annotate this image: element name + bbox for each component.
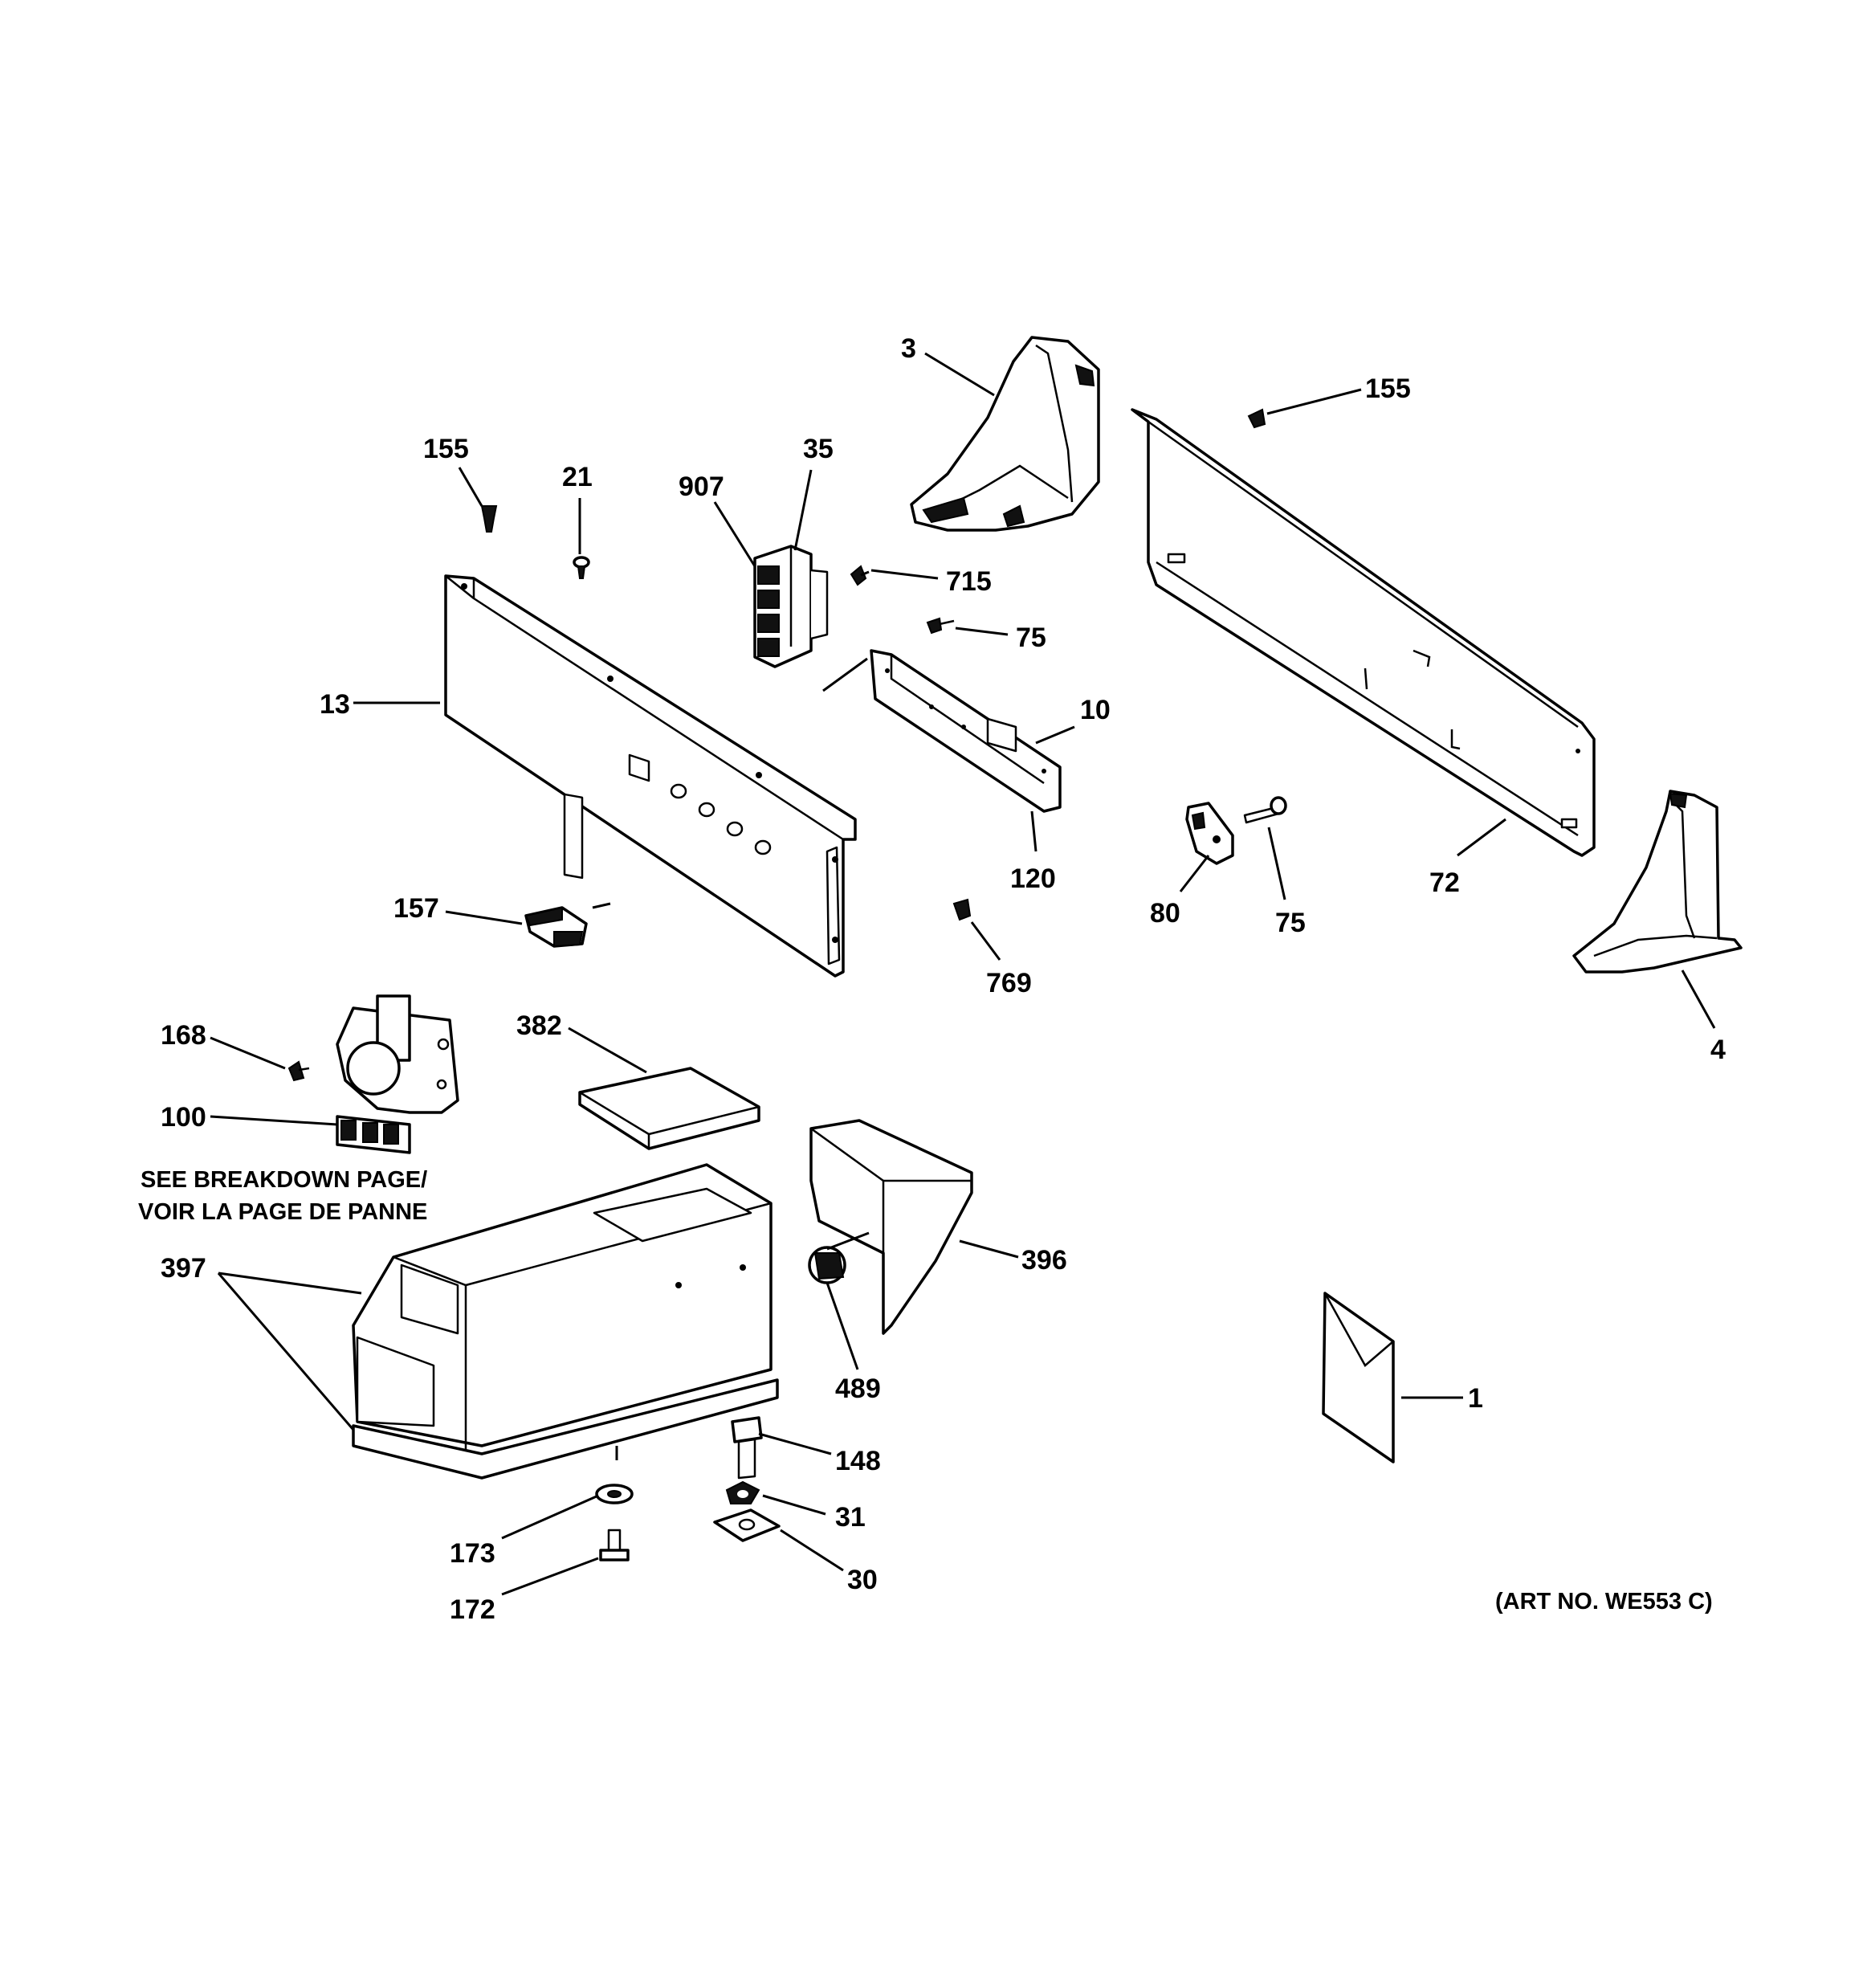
screw-769 (952, 898, 972, 921)
callout-155-right: 155 (1365, 374, 1411, 404)
callout-75-lower: 75 (1275, 908, 1306, 938)
part-31-lockwasher (725, 1480, 760, 1504)
callout-148: 148 (835, 1446, 881, 1476)
callout-397: 397 (161, 1253, 206, 1284)
part-30-clamp-plate (713, 1508, 781, 1542)
part-382-plate (578, 1067, 760, 1150)
callout-3: 3 (901, 333, 916, 364)
callout-35: 35 (803, 434, 834, 464)
part-80-latch (1185, 802, 1234, 865)
callout-80: 80 (1150, 898, 1180, 929)
part-148-bolt (731, 1416, 763, 1480)
callout-489: 489 (835, 1374, 881, 1404)
part-489-nut (808, 1246, 846, 1284)
callout-72: 72 (1429, 867, 1460, 898)
callout-769: 769 (986, 968, 1032, 998)
callout-157: 157 (393, 893, 439, 924)
callout-168: 168 (161, 1020, 206, 1051)
callout-31: 31 (835, 1502, 866, 1533)
callout-13: 13 (320, 689, 350, 720)
callout-907: 907 (679, 471, 724, 502)
callout-labels: 3 155 155 21 907 35 715 75 13 10 120 72 … (161, 333, 1726, 1625)
callout-382: 382 (516, 1010, 562, 1041)
callout-4: 4 (1710, 1035, 1726, 1065)
callout-10: 10 (1080, 695, 1111, 725)
leader-lines (210, 352, 1716, 1596)
notes: SEE BREAKDOWN PAGE/ VOIR LA PAGE DE PANN… (138, 1167, 1713, 1614)
breakdown-note-line1: SEE BREAKDOWN PAGE/ (141, 1167, 427, 1193)
art-number: (ART NO. WE553 C) (1495, 1589, 1713, 1614)
part-396-duct (809, 1119, 973, 1335)
callout-715: 715 (946, 566, 992, 597)
part-4-right-endcap (1572, 790, 1743, 974)
part-100-timer (336, 994, 459, 1154)
callout-120: 120 (1010, 863, 1056, 894)
part-907-switch-assembly (753, 545, 829, 668)
screw-155-left (480, 505, 498, 533)
callout-1: 1 (1468, 1383, 1483, 1414)
screw-168 (287, 1060, 310, 1082)
callout-172: 172 (450, 1594, 495, 1625)
breakdown-note-line2: VOIR LA PAGE DE PANNE (138, 1199, 427, 1225)
screw-715 (850, 565, 870, 586)
part-3-left-endcap (910, 336, 1100, 532)
callout-21: 21 (562, 462, 593, 492)
part-172-screw (599, 1529, 630, 1561)
callout-396: 396 (1021, 1245, 1067, 1276)
part-75-bolt (1243, 796, 1287, 824)
part-157-clip (524, 906, 588, 948)
screw-155-right (1247, 408, 1266, 429)
part-173-washer (595, 1484, 634, 1504)
part-10-bracket (870, 649, 1062, 813)
callout-30: 30 (847, 1565, 878, 1595)
part-397-cabinet (352, 1163, 779, 1480)
callout-75-upper: 75 (1016, 623, 1046, 653)
part-1-literature (1322, 1292, 1395, 1463)
callout-173: 173 (450, 1538, 495, 1569)
callout-100: 100 (161, 1102, 206, 1133)
screw-75-upper (926, 617, 955, 635)
callout-155-left: 155 (423, 434, 469, 464)
part-72-rear-panel (1131, 408, 1596, 857)
screw-21 (573, 556, 590, 579)
part-13-control-panel (444, 574, 857, 978)
